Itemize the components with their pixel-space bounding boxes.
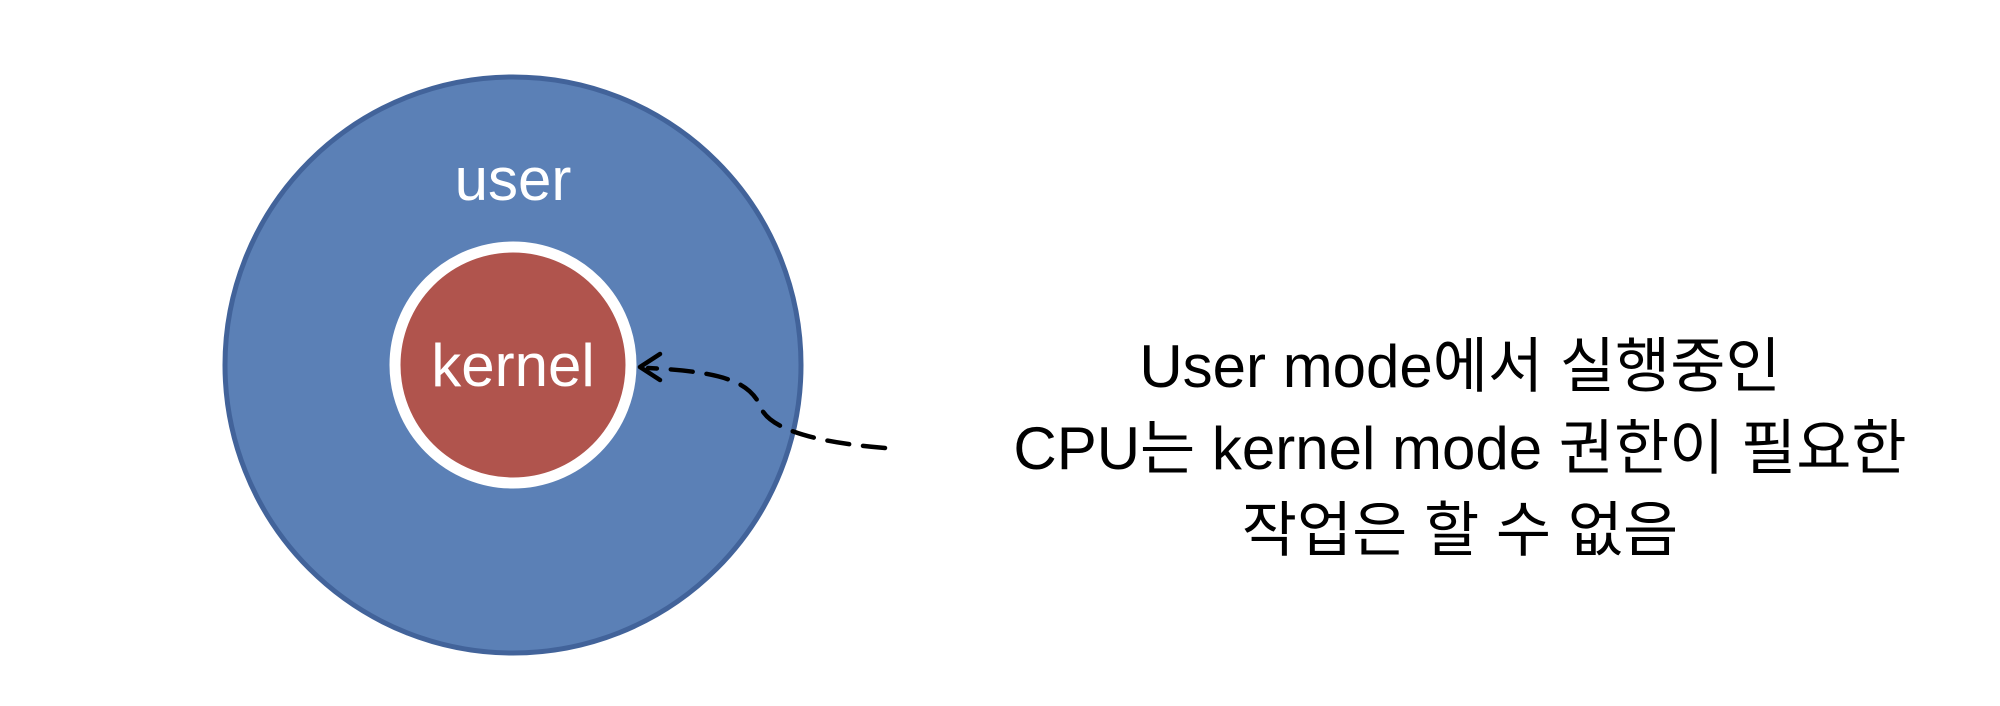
kernel-label: kernel bbox=[431, 332, 594, 399]
annotation-line-2: CPU는 kernel mode 권한이 필요한 bbox=[1013, 415, 1907, 482]
annotation-text: User mode에서 실행중인 CPU는 kernel mode 권한이 필요… bbox=[900, 326, 2000, 572]
dashed-arrow bbox=[645, 365, 888, 451]
kernel-mode-circle bbox=[389, 241, 637, 489]
annotation-line-1: User mode에서 실행중인 bbox=[1139, 333, 1781, 400]
user-label: user bbox=[455, 146, 572, 213]
arrowhead-icon bbox=[637, 351, 663, 383]
annotation-line-3: 작업은 할 수 없음 bbox=[1241, 497, 1679, 564]
